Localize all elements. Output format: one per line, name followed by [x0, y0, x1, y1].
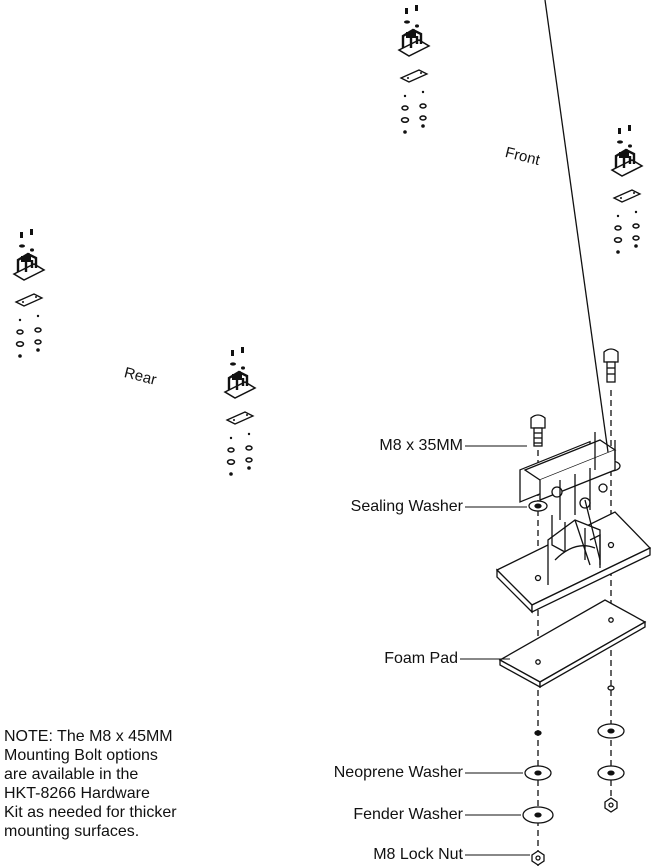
mini-assembly-rear-right	[223, 345, 257, 477]
bolt-left	[530, 414, 546, 447]
mini-assembly-front-right	[610, 123, 644, 256]
fender-washer-callout: Fender Washer	[353, 806, 463, 823]
note-line: NOTE: The M8 x 45MM	[4, 728, 173, 745]
foam-pad-callout: Foam Pad	[384, 650, 458, 667]
neoprene-washer-callout: Neoprene Washer	[333, 764, 463, 781]
mini-assembly-front-left	[397, 3, 431, 136]
lock-nut-left	[531, 850, 545, 866]
lock-nut-right	[604, 797, 618, 813]
hardware-note: NOTE: The M8 x 45MM Mounting Bolt option…	[4, 727, 234, 841]
bolt-callout: M8 x 35MM	[379, 437, 463, 454]
note-line: mounting surfaces.	[4, 823, 140, 840]
note-line: are available in the	[4, 766, 139, 783]
note-line: Mounting Bolt options	[4, 747, 158, 764]
sealing-washer-callout: Sealing Washer	[350, 498, 463, 515]
note-line: HKT-8266 Hardware	[4, 785, 150, 802]
bolt-right	[603, 348, 619, 383]
mini-assembly-rear-left	[12, 227, 46, 359]
note-line: Kit as needed for thicker	[4, 804, 177, 821]
lock-nut-callout: M8 Lock Nut	[373, 846, 463, 863]
